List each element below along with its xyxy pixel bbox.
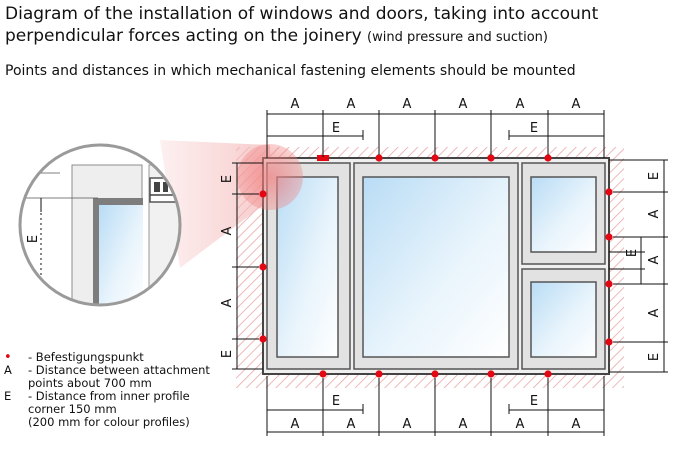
bottom-a-labels: A A A A A A E E xyxy=(291,394,581,432)
fastening-point xyxy=(259,263,267,271)
legend-text: - Distance from inner profile corner 150… xyxy=(28,389,190,429)
dim-a-label: A xyxy=(220,298,235,307)
fastening-point xyxy=(375,370,383,378)
dim-a-label: A xyxy=(459,97,468,112)
legend: • - Befestigungspunkt A - Distance betwe… xyxy=(4,351,210,429)
diagram-title: Diagram of the installation of windows a… xyxy=(5,3,598,49)
fastening-point xyxy=(544,154,552,162)
legend-symbol: E xyxy=(4,389,12,403)
fastening-points xyxy=(259,154,613,378)
bottom-dimensions xyxy=(266,376,605,436)
title-line-1: Diagram of the installation of windows a… xyxy=(5,4,599,24)
fastening-point xyxy=(431,154,439,162)
dim-e-label: E xyxy=(220,175,235,183)
right-dimensions xyxy=(609,159,668,373)
dim-a-label: A xyxy=(572,417,581,432)
dim-e-label: E xyxy=(220,350,235,358)
top-a-labels: A A A A A A E E xyxy=(291,97,581,136)
highlighted-corner xyxy=(237,144,303,210)
dim-a-label: A xyxy=(403,97,412,112)
dim-a-label: A xyxy=(647,209,662,218)
dim-a-label: A xyxy=(516,417,525,432)
fastening-point xyxy=(605,338,613,346)
fastening-point xyxy=(375,154,383,162)
dim-e-label: E xyxy=(625,249,640,257)
legend-item-fastening-point: • - Befestigungspunkt xyxy=(4,350,210,365)
dim-a-label: A xyxy=(347,417,356,432)
left-labels: E A A E xyxy=(220,175,235,358)
legend-item-distance-e: E - Distance from inner profile corner 1… xyxy=(4,390,210,429)
fastening-point xyxy=(319,370,327,378)
legend-item-distance-a: A - Distance between attachment points a… xyxy=(4,364,210,390)
fastening-point xyxy=(259,335,267,343)
right-labels: E A A A E E xyxy=(625,172,662,361)
legend-symbol: A xyxy=(4,363,12,377)
window-frame xyxy=(262,157,610,375)
fastening-point xyxy=(605,280,613,288)
top-dimensions xyxy=(266,110,605,158)
fastening-point xyxy=(605,233,613,241)
dim-a-label: A xyxy=(647,308,662,317)
dim-a-label: A xyxy=(516,97,525,112)
dim-e-label: E xyxy=(530,121,538,136)
dim-a-label: A xyxy=(459,417,468,432)
fastening-point xyxy=(259,190,267,198)
dim-a-label: A xyxy=(291,417,300,432)
dim-e-label: E xyxy=(530,394,538,409)
fastening-point xyxy=(544,370,552,378)
dim-a-label: A xyxy=(347,97,356,112)
dim-e-label: E xyxy=(332,121,340,136)
dim-e-label: E xyxy=(332,394,340,409)
dim-e-label: E xyxy=(647,172,662,180)
title-suffix: (wind pressure and suction) xyxy=(367,30,548,45)
fastening-point xyxy=(487,154,495,162)
dim-a-label: A xyxy=(647,255,662,264)
fastening-point xyxy=(487,370,495,378)
dim-a-label: A xyxy=(572,97,581,112)
diagram-subtitle: Points and distances in which mechanical… xyxy=(5,63,576,79)
fastening-point xyxy=(605,188,613,196)
dim-a-label: A xyxy=(403,417,412,432)
dim-a-label: A xyxy=(291,97,300,112)
detail-e-label: E xyxy=(26,235,41,243)
legend-text: - Distance between attachment points abo… xyxy=(28,363,210,390)
fastening-point-icon: • xyxy=(4,350,12,365)
corner-detail-magnifier: E xyxy=(18,143,182,307)
dim-a-label: A xyxy=(220,226,235,235)
top-anchor-bar xyxy=(317,155,329,161)
title-line-2: perpendicular forces acting on the joine… xyxy=(5,26,362,46)
dim-e-label: E xyxy=(647,353,662,361)
legend-text: - Befestigungspunkt xyxy=(28,350,144,364)
fastening-point xyxy=(431,370,439,378)
left-dimensions xyxy=(232,162,263,370)
